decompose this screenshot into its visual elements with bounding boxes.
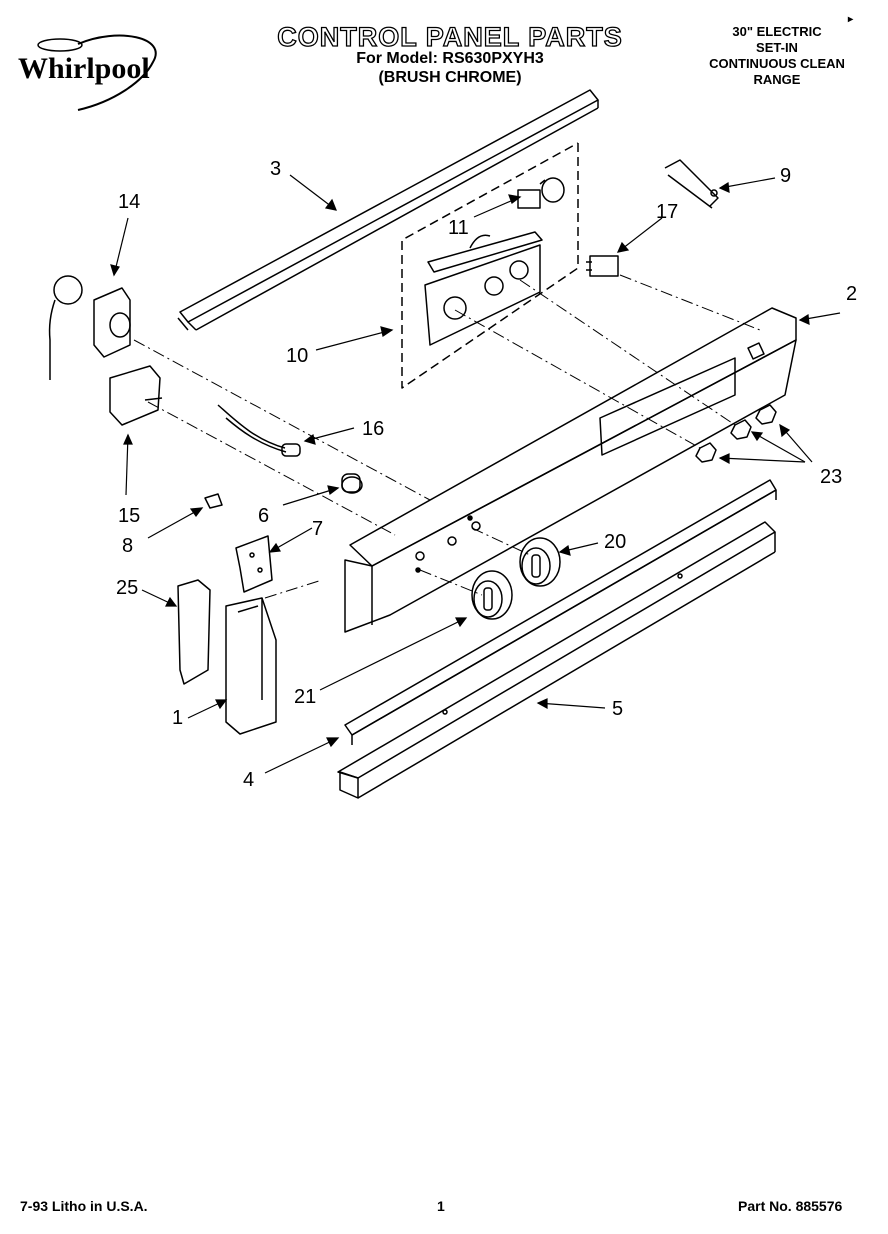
part-7-bracket — [235, 535, 273, 593]
footer-litho: 7-93 Litho in U.S.A. — [20, 1198, 148, 1214]
part-16-wire-harness — [217, 404, 301, 457]
callout-14: 14 — [118, 191, 140, 213]
callout-3: 3 — [270, 158, 281, 180]
callout-9: 9 — [780, 165, 791, 187]
model-line: For Model: RS630PXYH3 — [356, 50, 544, 67]
callout-1: 1 — [172, 707, 183, 729]
page-title: CONTROL PANEL PARTS — [277, 21, 623, 52]
footer-page-number: 1 — [437, 1198, 445, 1214]
callout-16: 16 — [362, 418, 384, 440]
part-21-knob — [471, 570, 513, 620]
corner-mark: ▸ — [848, 14, 854, 25]
callout-20: 20 — [604, 531, 626, 553]
callout-2: 2 — [846, 283, 857, 305]
callout-11: 11 — [448, 217, 469, 239]
callout-8: 8 — [122, 535, 133, 557]
part-23-nuts — [695, 404, 777, 463]
whirlpool-logo: Whirlpool — [18, 32, 188, 112]
part-2-control-panel — [344, 307, 797, 633]
callout-5: 5 — [612, 698, 623, 720]
callout-4: 4 — [243, 769, 254, 791]
callout-10: 10 — [286, 345, 308, 367]
range-line-3: CONTINUOUS CLEAN — [709, 56, 845, 71]
callout-15: 15 — [118, 505, 140, 527]
part-11-switch — [517, 177, 565, 209]
part-3-top-trim — [177, 89, 599, 331]
range-line-4: RANGE — [753, 72, 801, 87]
callout-6: 6 — [258, 505, 269, 527]
range-line-2: SET-IN — [756, 40, 798, 55]
part-8-clip — [204, 493, 223, 509]
callout-25: 25 — [116, 577, 138, 599]
footer-part-number: Part No. 885576 — [738, 1198, 843, 1214]
part-14-thermostat — [48, 275, 131, 380]
part-9-bracket — [664, 159, 719, 209]
callout-7: 7 — [312, 518, 323, 540]
part-17-connector — [586, 255, 619, 277]
brand-text: Whirlpool — [18, 52, 150, 85]
callout-21: 21 — [294, 686, 316, 708]
part-15-switch — [109, 365, 163, 426]
callout-23: 23 — [820, 466, 842, 488]
part-6-indicator-light — [341, 473, 363, 494]
part-5-lower-channel — [337, 521, 776, 799]
callout-17: 17 — [656, 201, 678, 223]
part-4-lower-trim — [344, 479, 777, 745]
part-20-knob — [519, 537, 561, 587]
range-line-1: 30" ELECTRIC — [732, 24, 822, 39]
part-1-end-cap — [225, 597, 277, 735]
part-10-mounting-plate — [424, 231, 543, 346]
finish-line: (BRUSH CHROME) — [378, 69, 522, 86]
part-25-side-trim — [177, 579, 211, 685]
switch-assembly-box — [401, 142, 579, 389]
